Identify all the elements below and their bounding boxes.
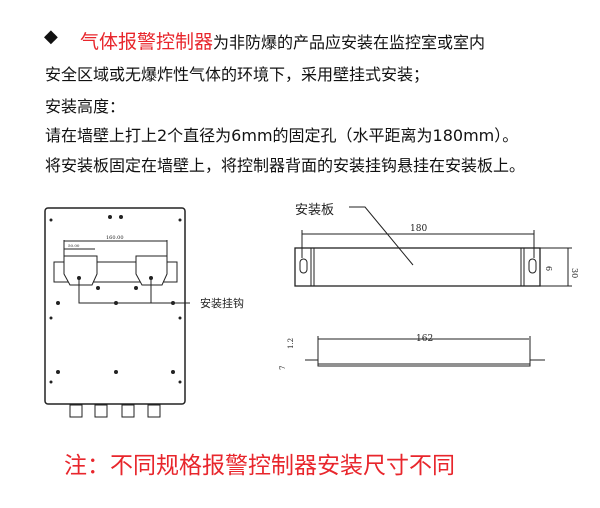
note-text: 注：不同规格报警控制器安装尺寸不同 <box>64 453 455 479</box>
intro-line-5: 将安装板固定在墙壁上，将控制器背面的安装挂钩悬挂在安装板上。 <box>45 156 526 175</box>
dim-length-label: 180 <box>410 224 427 234</box>
intro-line-4: 请在墙壁上打上2个直径为6mm的固定孔（水平距离为180mm）。 <box>45 126 519 145</box>
intro-line-2: 安全区域或无爆炸性气体的环境下，采用壁挂式安装； <box>45 65 430 84</box>
intro-line-1-text: 为非防爆的产品应安装在监控室或室内 <box>213 33 486 52</box>
intro-line-1: 气体报警控制器为非防爆的产品应安装在监控室或室内 <box>80 27 485 54</box>
diamond-bullet-icon: ◆ <box>44 26 58 47</box>
dim-offset-label: 7 <box>279 366 287 370</box>
dim-height-label: 30 <box>570 268 579 278</box>
dim-total-label: 160.00 <box>106 235 124 241</box>
controller-back-drawing <box>44 207 190 418</box>
plate-label: 安装板 <box>295 203 334 218</box>
intro-line-3: 安装高度： <box>45 97 126 116</box>
dim-slot-label: 6 <box>544 266 553 271</box>
dim-inner-label: 162 <box>416 334 433 344</box>
dim-small-label: 50.00 <box>68 243 80 248</box>
hook-label: 安装挂钩 <box>200 296 244 310</box>
dim-thickness-label: 1.2 <box>287 338 295 349</box>
mounting-plate-drawing <box>294 206 572 367</box>
product-name: 气体报警控制器 <box>80 31 214 53</box>
